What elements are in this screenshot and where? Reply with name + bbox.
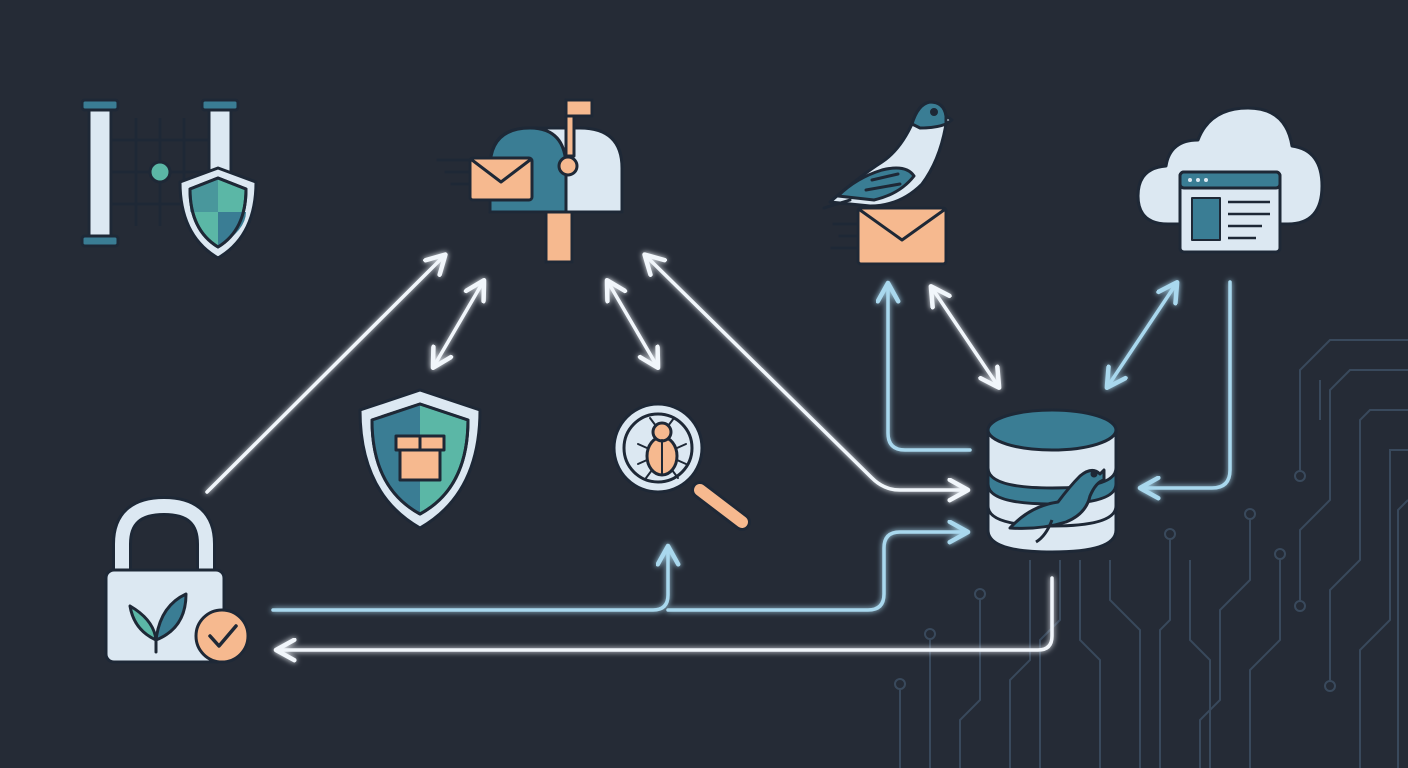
arrow-database-to-relay	[888, 285, 972, 452]
padlock-leaf-check-icon	[104, 496, 250, 664]
database-seal-icon	[986, 408, 1118, 554]
arrow-mail-shield-bidirectional	[434, 282, 483, 366]
arrow-mail-scanner-bidirectional	[608, 282, 657, 366]
pigeon-envelope-icon	[822, 100, 954, 266]
arrow-certificates-to-database	[666, 532, 966, 612]
arrow-database-to-certificates	[278, 576, 1054, 650]
shield-package-icon	[358, 388, 482, 530]
mailbox-envelope-icon	[436, 98, 624, 264]
connectors	[161, 162, 1232, 650]
cloud-browser-icon	[1136, 106, 1324, 254]
arrow-mail-database-bidirectional	[646, 256, 966, 490]
circuit-pattern-decoration	[894, 339, 1408, 768]
magnifier-bug-icon	[612, 402, 751, 531]
arrow-certificates-to-mail	[205, 256, 444, 494]
arrow-webmail-database-bidirectional	[1108, 284, 1176, 386]
arrow-relay-database-bidirectional	[932, 288, 998, 386]
arrow-webmail-to-database	[1142, 280, 1232, 488]
arrow-certificates-to-scanner	[271, 548, 668, 612]
firewall-gate-shield-icon	[80, 98, 258, 260]
